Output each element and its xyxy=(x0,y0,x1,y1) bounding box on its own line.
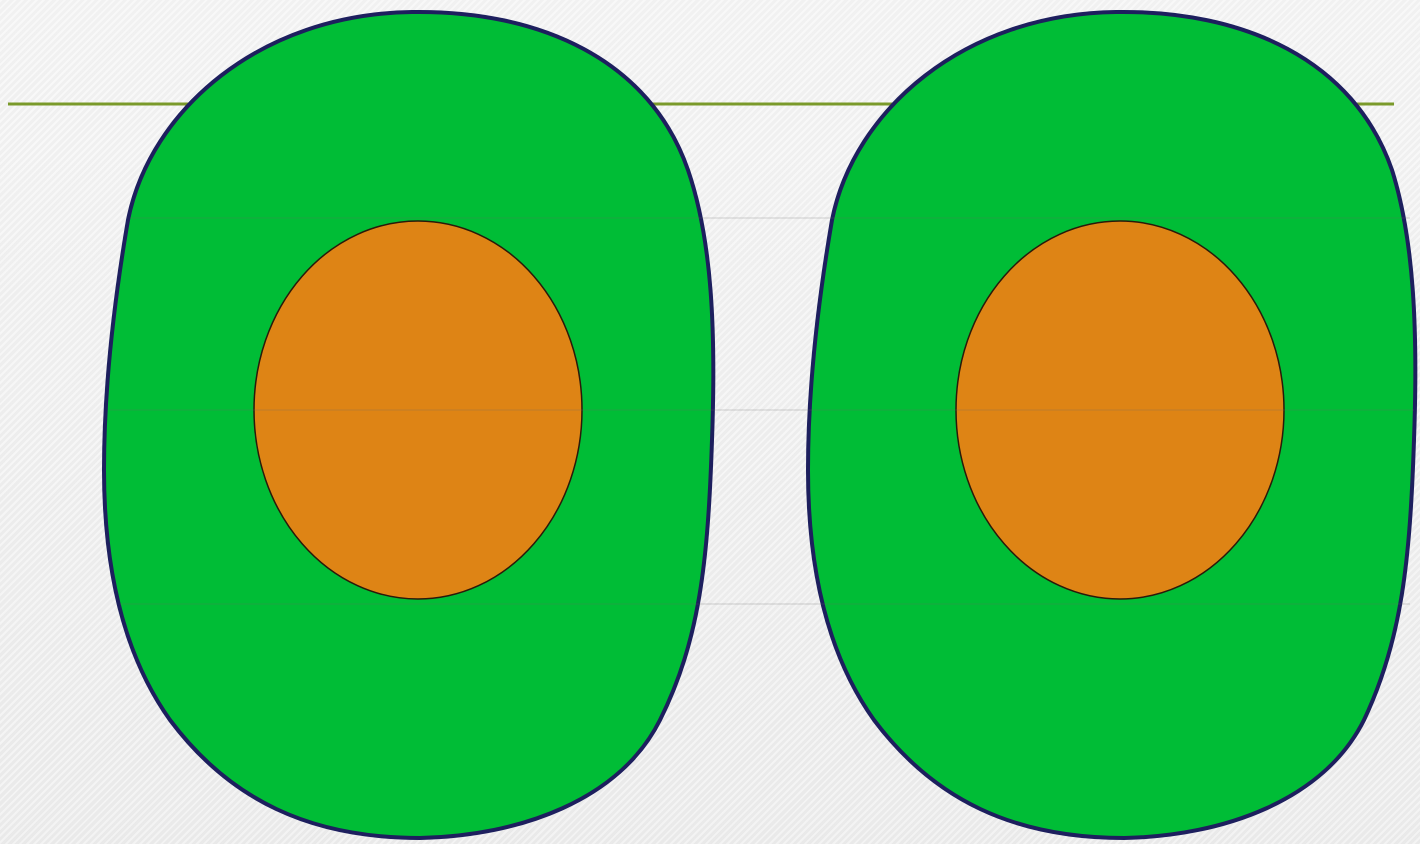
cell-right xyxy=(808,12,1415,838)
cell-left xyxy=(104,12,713,838)
